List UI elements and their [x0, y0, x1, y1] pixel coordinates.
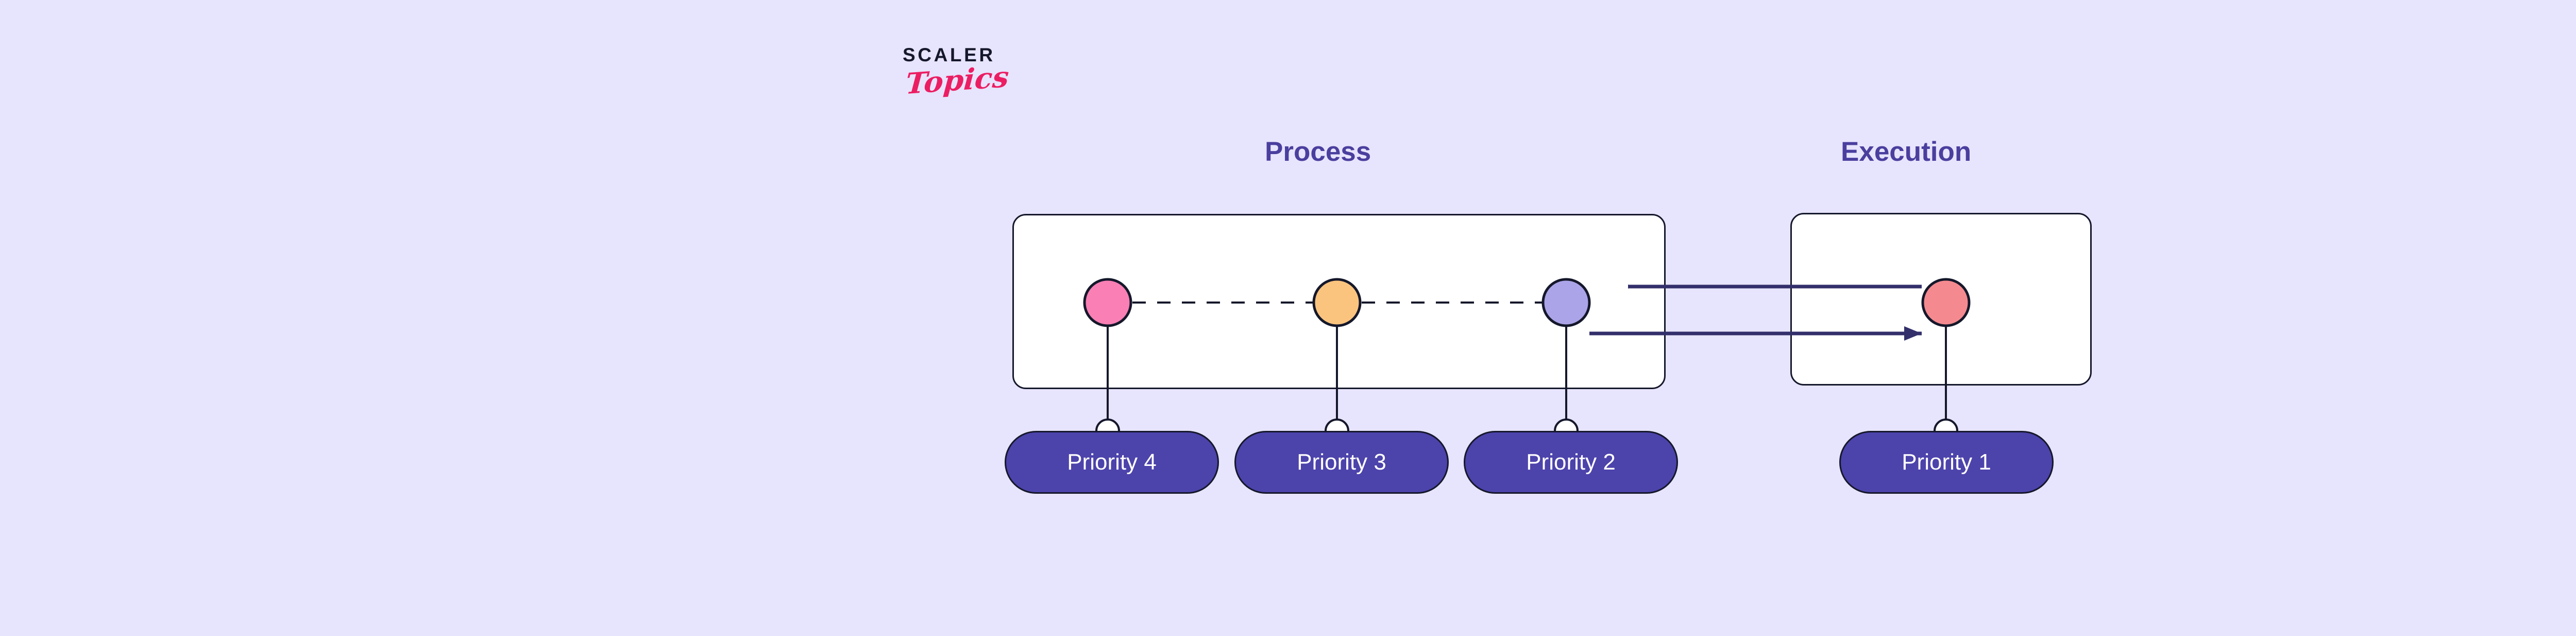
scaler-topics-logo: SCALER Topics [903, 45, 1057, 123]
execution-section-heading: Execution [1841, 137, 1972, 167]
priority-pill-4[interactable]: Priority 4 [1005, 431, 1219, 494]
process-panel [1012, 214, 1666, 389]
priority-pill-1[interactable]: Priority 1 [1839, 431, 2054, 494]
process-section-heading: Process [1265, 137, 1371, 167]
priority-pill-3[interactable]: Priority 3 [1234, 431, 1449, 494]
logo-wordmark: SCALER [903, 44, 995, 65]
priority-pill-2[interactable]: Priority 2 [1464, 431, 1678, 494]
execution-panel [1790, 213, 2092, 386]
